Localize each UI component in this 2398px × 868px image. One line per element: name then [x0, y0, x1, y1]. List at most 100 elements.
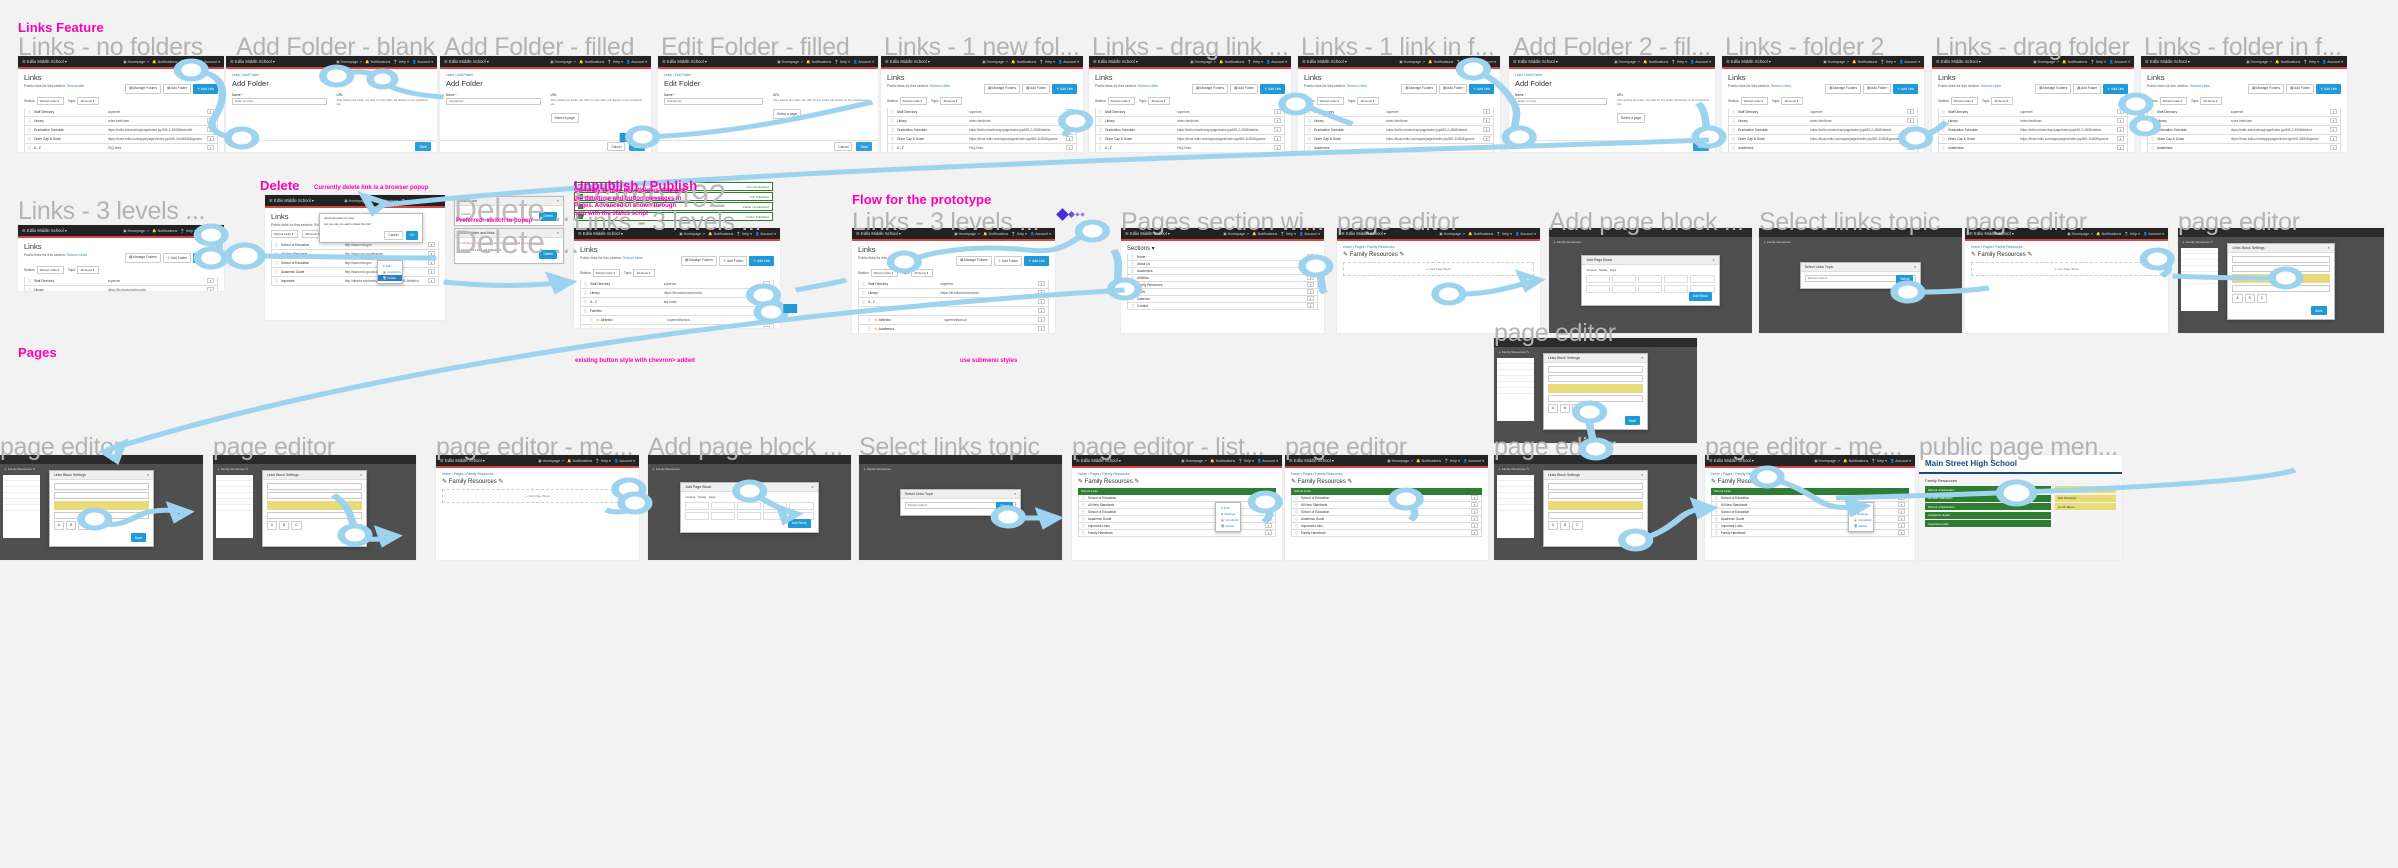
- button-add-link[interactable]: ＋ Add Link: [2103, 83, 2128, 94]
- school-site-link[interactable]: School Links: [1771, 83, 1791, 88]
- link-row[interactable]: ⣿ Library index.html/user ▾: [24, 116, 218, 126]
- drag-handle-icon[interactable]: ⣿: [28, 145, 31, 151]
- setting-field[interactable]: [1547, 482, 1644, 490]
- breadcrumb[interactable]: Home / Pages / Family Resources: [1343, 244, 1395, 249]
- setting-field[interactable]: [2232, 264, 2330, 272]
- setting-field[interactable]: [1547, 394, 1644, 402]
- row-menu-button[interactable]: ▾: [763, 326, 770, 328]
- link-row[interactable]: ⣿ School of Education ▾: [1078, 508, 1276, 516]
- option-button[interactable]: A: [1547, 520, 1558, 530]
- frame-page-editor-5[interactable]: ＋ Family Resources ✎ Links Block Setting…: [0, 455, 203, 560]
- button-save[interactable]: Save: [856, 141, 872, 152]
- row-menu-button[interactable]: ▾: [1907, 145, 1914, 151]
- filter-value[interactable]: School Links ▾: [1740, 96, 1768, 105]
- row-menu-button[interactable]: ▾: [1907, 136, 1914, 142]
- nav-account[interactable]: 👤 Account ▾: [1889, 458, 1911, 463]
- links-block-settings-modal[interactable]: Links Block Settings × A B C Save: [1542, 469, 1649, 548]
- nav-help[interactable]: ❔ Help ▾: [834, 59, 850, 64]
- option-button[interactable]: B: [1559, 520, 1571, 530]
- frame-links-3-levels-b[interactable]: ☰ Edlio Middle School ▾ ▣ Homepage ↗ 🔔 N…: [574, 228, 780, 328]
- link-row[interactable]: ⣿ A - Z FAQ-links ▾: [887, 143, 1077, 152]
- links-block-settings-modal[interactable]: Links Block Settings × A B C Save: [48, 469, 155, 548]
- nav-account[interactable]: 👤 Account ▾: [411, 59, 433, 64]
- nav-help[interactable]: ❔ Help ▾: [180, 228, 196, 233]
- nav-help[interactable]: ❔ Help ▾: [401, 198, 417, 203]
- drag-handle-icon[interactable]: ⣿: [2151, 118, 2154, 124]
- frame-select-links-topic-1[interactable]: ＋ Family Resources Select Links Topic × …: [1759, 228, 1962, 333]
- rail-item[interactable]: [3, 487, 40, 493]
- drag-handle-icon[interactable]: ⣿: [28, 136, 31, 142]
- row-menu-button[interactable]: ▾: [1038, 326, 1045, 332]
- nav-homepage[interactable]: ▣ Homepage ↗: [123, 59, 150, 64]
- nav-notifications[interactable]: 🔔 Notifications: [2062, 59, 2088, 64]
- nav-help[interactable]: ❔ Help ▾: [1238, 458, 1254, 463]
- rail-item[interactable]: [216, 475, 253, 481]
- row-menu-button[interactable]: ▾: [1483, 136, 1490, 142]
- drag-handle-icon[interactable]: ⣿: [28, 127, 31, 133]
- frame-links-drag-link[interactable]: ☰ Edlio Middle School ▾ ▣ Homepage ↗ 🔔 N…: [1089, 56, 1291, 152]
- close-icon[interactable]: ×: [1641, 355, 1644, 360]
- setting-field[interactable]: [1547, 374, 1644, 382]
- row-menu-button[interactable]: ▾: [1898, 523, 1905, 528]
- links-block-settings-modal[interactable]: Links Block Settings × A B C Save: [261, 469, 368, 548]
- setting-field[interactable]: [266, 511, 363, 519]
- menu-item-edit[interactable]: ✎ Edit: [1220, 506, 1230, 511]
- breadcrumb[interactable]: ＋ Family Resources: [1763, 240, 1791, 244]
- drag-handle-icon[interactable]: ⣿: [275, 269, 278, 274]
- rail-item[interactable]: [1497, 388, 1534, 394]
- block-option[interactable]: [737, 512, 762, 521]
- drag-handle-icon[interactable]: ⣿: [1099, 109, 1102, 115]
- row-menu-button[interactable]: ▾: [428, 269, 435, 274]
- link-row[interactable]: ⣿ Library https://lib.edu/us/rs/records …: [24, 285, 218, 291]
- option-button[interactable]: C: [1572, 403, 1583, 413]
- row-menu-button[interactable]: ▾: [207, 127, 214, 133]
- button-add-folder[interactable]: ▤ Add Folder: [1439, 83, 1468, 94]
- drag-handle-icon[interactable]: ⣿: [1732, 127, 1735, 133]
- delete-modal[interactable]: Delete folder and links × ⚠ All the sub-…: [454, 228, 564, 264]
- button-select[interactable]: Select: [996, 501, 1014, 511]
- school-site-link[interactable]: School Links: [1347, 83, 1367, 88]
- nav-account[interactable]: 👤 Account ▾: [754, 231, 776, 236]
- block-option[interactable]: [1638, 285, 1663, 294]
- block-option[interactable]: [789, 502, 814, 511]
- nav-help[interactable]: ❔ Help ▾: [393, 59, 409, 64]
- drag-handle-icon[interactable]: ⣿: [1942, 127, 1945, 133]
- close-icon[interactable]: ×: [360, 472, 363, 477]
- drag-handle-icon[interactable]: ⣿: [1131, 268, 1134, 273]
- row-menu-button[interactable]: ▾: [2117, 136, 2124, 142]
- nav-notifications[interactable]: 🔔 Notifications: [2275, 59, 2301, 64]
- tab-apps[interactable]: Apps: [708, 495, 716, 500]
- drag-handle-icon[interactable]: ⣿: [275, 242, 278, 247]
- nav-account[interactable]: 👤 Account ▾: [2321, 59, 2343, 64]
- breadcrumb[interactable]: ＋ Family Resources: [1553, 240, 1581, 244]
- drag-handle-icon[interactable]: ⣿: [862, 290, 865, 296]
- setting-field[interactable]: [53, 482, 150, 490]
- filter-value[interactable]: School Links ▾: [36, 96, 64, 105]
- link-row[interactable]: ⣿ 📁 Academics ▾: [580, 324, 774, 328]
- menu-item-delete[interactable]: 🗑 Delete: [377, 275, 402, 281]
- button-add-folder[interactable]: ▤ Add Folder: [1230, 83, 1259, 94]
- drag-handle-icon[interactable]: ⣿: [1099, 118, 1102, 124]
- nav-notifications[interactable]: 🔔 Notifications: [1210, 458, 1236, 463]
- row-menu-button[interactable]: ▾: [1066, 109, 1073, 115]
- row-menu-button[interactable]: ▾: [1307, 303, 1314, 308]
- filter-value[interactable]: All Items ▾: [940, 96, 963, 105]
- link-row[interactable]: ⣿ Order Cap & Gown https://foxsr.edlio.c…: [2147, 134, 2341, 144]
- frame-add-page-block-2[interactable]: ＋ Family Resources Add Page Block × Cont…: [648, 455, 851, 560]
- frame-add-page-block[interactable]: ＋ Family Resources Add Page Block × Cont…: [1549, 228, 1752, 333]
- nav-notifications[interactable]: 🔔 Notifications: [1011, 59, 1037, 64]
- row-menu-button[interactable]: ▾: [1898, 509, 1905, 514]
- frame-page-editor-6[interactable]: ＋ Family Resources ✎ Links Block Setting…: [213, 455, 416, 560]
- row-menu-button[interactable]: ▾: [1483, 145, 1490, 151]
- frame-links-1-link-in-folder[interactable]: ☰ Edlio Middle School ▾ ▣ Homepage ↗ 🔔 N…: [1298, 56, 1500, 152]
- menu-item-edit[interactable]: ✎ Edit: [382, 264, 392, 268]
- frame-page-editor-menu[interactable]: ☰ Edlio Middle School ▾ ▣ Homepage ↗ 🔔 N…: [436, 455, 639, 560]
- tab-content[interactable]: Content: [685, 495, 696, 500]
- row-menu-button[interactable]: ▾: [763, 299, 770, 305]
- row-menu-button[interactable]: ▾: [763, 281, 770, 287]
- rail-item[interactable]: [1497, 376, 1534, 382]
- drag-handle-icon[interactable]: ⣿: [28, 118, 31, 124]
- link-row[interactable]: ⣿ A - Z FAQ-links ▾: [1095, 143, 1285, 152]
